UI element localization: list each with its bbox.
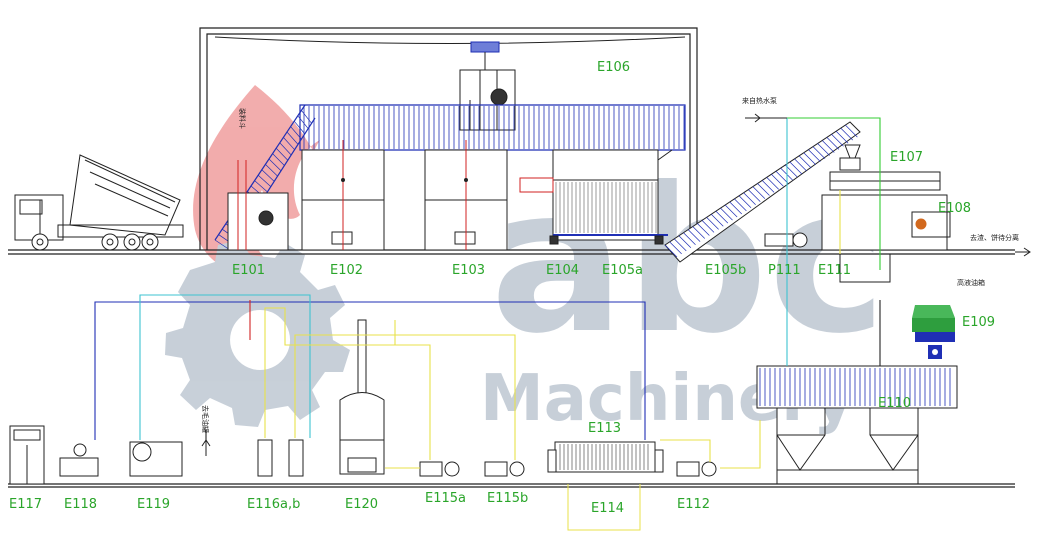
E115a-pump [419,461,460,477]
label-E106: E106 [597,60,630,75]
E120-boiler [339,319,385,475]
label-E111: E111 [818,263,851,278]
label-E103: E103 [452,263,485,278]
pipes [94,117,881,469]
E113-filter-press [547,441,664,531]
E119-machine [129,441,183,477]
label-E110: E110 [878,396,911,411]
label-E114: E114 [591,501,624,516]
label-E112: E112 [677,497,710,512]
label-E101: E101 [232,263,265,278]
label-E119: E119 [137,497,170,512]
label-E105a: E105a [602,263,643,278]
equipment-labels: E106 E107 E108 E101 E102 E103 E104 E105a… [9,60,995,516]
E112-pump [676,461,717,477]
note-hot-water-in: 来自热水泵 [742,96,777,105]
note-to-tank: 去渣、饼待分离 [970,233,1019,242]
label-E118: E118 [64,497,97,512]
label-E117: E117 [9,497,42,512]
inlet-arrow-icon [745,113,761,123]
walkway-hatch [303,106,685,149]
floor-lines [8,249,1015,488]
bottom-pumps [9,425,717,485]
E117-cabinet [9,425,45,485]
label-E104: E104 [546,263,579,278]
E116-filters [257,439,304,477]
label-E107: E107 [890,150,923,165]
E104-press [519,149,673,245]
E107-kettle [821,144,951,251]
label-E115a: E115a [425,491,466,506]
outlet-arrow-icon [1015,247,1031,257]
label-E109: E109 [962,315,995,330]
label-E120: E120 [345,497,378,512]
hoist-crane [459,41,516,131]
watermark-gear-icon [165,240,350,427]
filter-press-hatch [559,444,649,470]
label-E113: E113 [588,421,621,436]
E118-compressor [59,443,99,477]
P111-pump [764,232,808,248]
fuel-arrow-icon [201,439,211,456]
blue-walkway [299,104,686,151]
label-E108: E108 [938,201,971,216]
tank-hatch [759,368,951,406]
E109-filter [912,305,955,359]
label-E115b: E115b [487,491,528,506]
watermark: abc Machinery [165,85,887,436]
E115b-pump [484,461,525,477]
label-P111: P111 [768,263,801,278]
E111-tank [839,253,891,283]
E102-silo [301,140,385,251]
E103-silo [424,140,508,251]
note-crude-oil-tank: 高液油箱 [957,278,985,287]
dump-truck [14,154,184,251]
label-E105b: E105b [705,263,746,278]
E101-feeder [227,160,289,251]
note-fuel-in: 去毛油罐 [201,405,210,433]
note-raw-inlet: 装料斗 [238,108,247,129]
label-E102: E102 [330,263,363,278]
watermark-brand: abc [490,145,887,378]
building-frame [199,27,698,250]
E105b-conveyor [664,121,861,263]
label-E116ab: E116a,b [247,497,300,512]
press-hatch [555,182,657,233]
conveyor-hatch [664,124,858,258]
